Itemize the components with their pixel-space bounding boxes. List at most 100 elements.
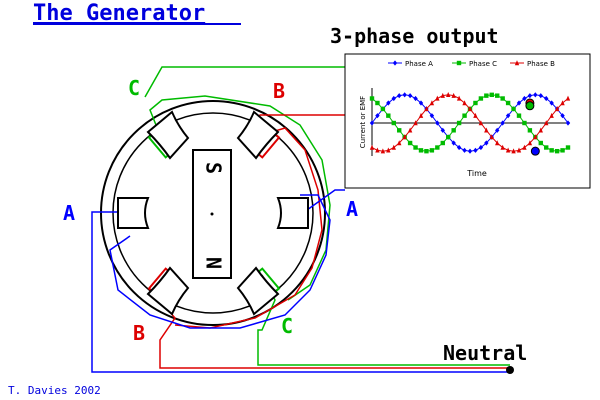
data-point (522, 144, 527, 150)
phase-a-wires (91, 189, 510, 373)
data-point (511, 106, 516, 112)
chart-x-axis-label: Time (466, 169, 487, 178)
neutral-label: Neutral (443, 341, 527, 365)
data-point (560, 113, 565, 119)
data-point (484, 140, 489, 146)
data-point (549, 100, 554, 106)
data-point (451, 140, 456, 146)
data-point (375, 113, 380, 119)
data-point (538, 127, 543, 133)
neutral-terminal (506, 366, 514, 374)
magnet-north-pole: N (202, 257, 226, 269)
legend-marker (392, 60, 398, 66)
magnet-south-pole: S (202, 162, 226, 174)
data-point (456, 144, 462, 151)
page-title: The Generator (33, 1, 205, 26)
data-point (435, 95, 440, 101)
data-point (538, 140, 543, 146)
data-point (380, 148, 386, 154)
label-phase-c-top: C (128, 76, 140, 100)
data-point (560, 100, 565, 106)
data-point (386, 100, 391, 106)
data-point (391, 95, 396, 102)
data-point (554, 106, 560, 112)
stator (100, 100, 326, 326)
series-phase-b (369, 92, 571, 154)
pole-a-right (276, 197, 309, 229)
data-point (516, 147, 522, 153)
data-point (462, 113, 467, 118)
data-point (495, 93, 500, 98)
data-point (429, 113, 435, 119)
data-point (495, 127, 500, 133)
data-point (397, 128, 402, 133)
highlighted-point (525, 101, 535, 111)
data-point (511, 148, 516, 154)
data-point (369, 120, 375, 126)
data-point (386, 113, 391, 118)
data-point (554, 148, 560, 154)
data-point (462, 147, 467, 153)
data-point (386, 147, 391, 153)
data-point (527, 93, 533, 99)
data-point (369, 96, 375, 101)
legend-label: Phase B (527, 60, 555, 68)
label-phase-b-bottom: B (133, 321, 145, 345)
data-point (429, 148, 435, 153)
data-point (391, 144, 396, 150)
chart-frame (344, 53, 591, 189)
legend-label: Phase A (405, 60, 433, 68)
data-point (391, 120, 396, 126)
data-point (402, 134, 407, 140)
rotor-axle (210, 212, 214, 216)
pole-c-top (146, 110, 190, 160)
data-point (418, 148, 424, 153)
data-point (462, 100, 467, 106)
data-point (489, 134, 494, 140)
data-point (478, 96, 484, 101)
label-phase-a-left: A (63, 201, 75, 225)
data-point (500, 96, 505, 101)
data-point (424, 106, 429, 112)
data-point (440, 92, 445, 98)
data-point (544, 95, 549, 102)
pole-a-left (117, 197, 150, 229)
data-point (407, 140, 413, 146)
chart-y-axis-label: Current or EMF (359, 96, 367, 148)
data-point (375, 100, 380, 106)
label-phase-a-right: A (346, 197, 358, 221)
data-point (446, 134, 451, 140)
data-point (484, 127, 489, 133)
data-point (522, 95, 527, 102)
data-point (397, 140, 402, 146)
data-point (473, 147, 478, 153)
data-point (435, 145, 440, 150)
pole-b-top (236, 110, 280, 160)
credit-text: T. Davies 2002 (8, 384, 101, 397)
data-point (549, 112, 554, 118)
data-point (413, 145, 418, 150)
data-point (467, 106, 473, 112)
data-point (522, 120, 527, 126)
rotor-magnet: S N (192, 149, 232, 279)
data-point (429, 100, 435, 106)
data-point (489, 92, 494, 98)
pole-b-bottom (146, 266, 190, 316)
data-point (495, 140, 500, 146)
data-point (500, 120, 505, 126)
data-point (516, 100, 522, 106)
data-point (478, 120, 484, 126)
stator-outer-ring (100, 100, 326, 326)
data-point (424, 148, 429, 154)
data-point (565, 145, 571, 150)
data-point (407, 127, 413, 133)
data-point (456, 95, 462, 101)
data-point (440, 140, 445, 146)
data-point (413, 120, 418, 126)
data-point (369, 144, 375, 150)
data-point (418, 112, 424, 118)
label-phase-c-bottom: C (281, 314, 293, 338)
